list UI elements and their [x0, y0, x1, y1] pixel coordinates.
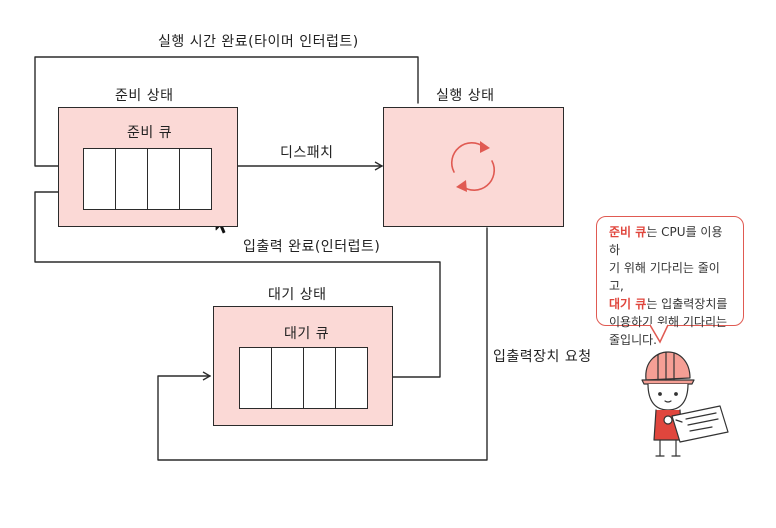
speech-bubble: 준비 큐는 CPU를 이용하 기 위해 기다리는 줄이고, 대기 큐는 입출력장…: [596, 216, 744, 326]
queue-slot: [180, 149, 211, 209]
ready-queue-highlight: 준비 큐: [609, 225, 646, 239]
timeout-label: 실행 시간 완료(타이머 인터럽트): [158, 31, 359, 51]
bubble-line-1: 준비 큐는 CPU를 이용하: [609, 223, 733, 259]
ready-state-label: 준비 상태: [115, 85, 173, 105]
waiting-queue-label: 대기 큐: [284, 323, 329, 343]
waiting-state-box: 대기 큐: [213, 306, 393, 426]
running-state-box: [383, 107, 564, 227]
ready-state-box: 준비 큐: [58, 107, 238, 227]
bubble-line-2: 기 위해 기다리는 줄이고,: [609, 259, 733, 295]
waiting-queue-highlight: 대기 큐: [609, 297, 646, 311]
queue-slot: [116, 149, 148, 209]
queue-slot: [304, 348, 336, 408]
worker-character-icon: [636, 344, 736, 464]
cycle-icon: [440, 135, 506, 199]
running-state-label: 실행 상태: [436, 85, 494, 105]
queue-slot: [148, 149, 180, 209]
bubble-line-3: 대기 큐는 입출력장치를: [609, 295, 733, 313]
ready-queue-label: 준비 큐: [127, 122, 172, 142]
io-complete-label: 입출력 완료(인터럽트): [243, 236, 380, 256]
waiting-queue: [239, 347, 368, 409]
bubble-tail: [650, 324, 674, 344]
ready-queue: [83, 148, 212, 210]
io-request-label: 입출력장치 요청: [493, 346, 592, 366]
waiting-state-label: 대기 상태: [268, 284, 326, 304]
queue-slot: [84, 149, 116, 209]
dispatch-label: 디스패치: [280, 142, 334, 162]
queue-slot: [240, 348, 272, 408]
queue-slot: [272, 348, 304, 408]
queue-slot: [336, 348, 367, 408]
